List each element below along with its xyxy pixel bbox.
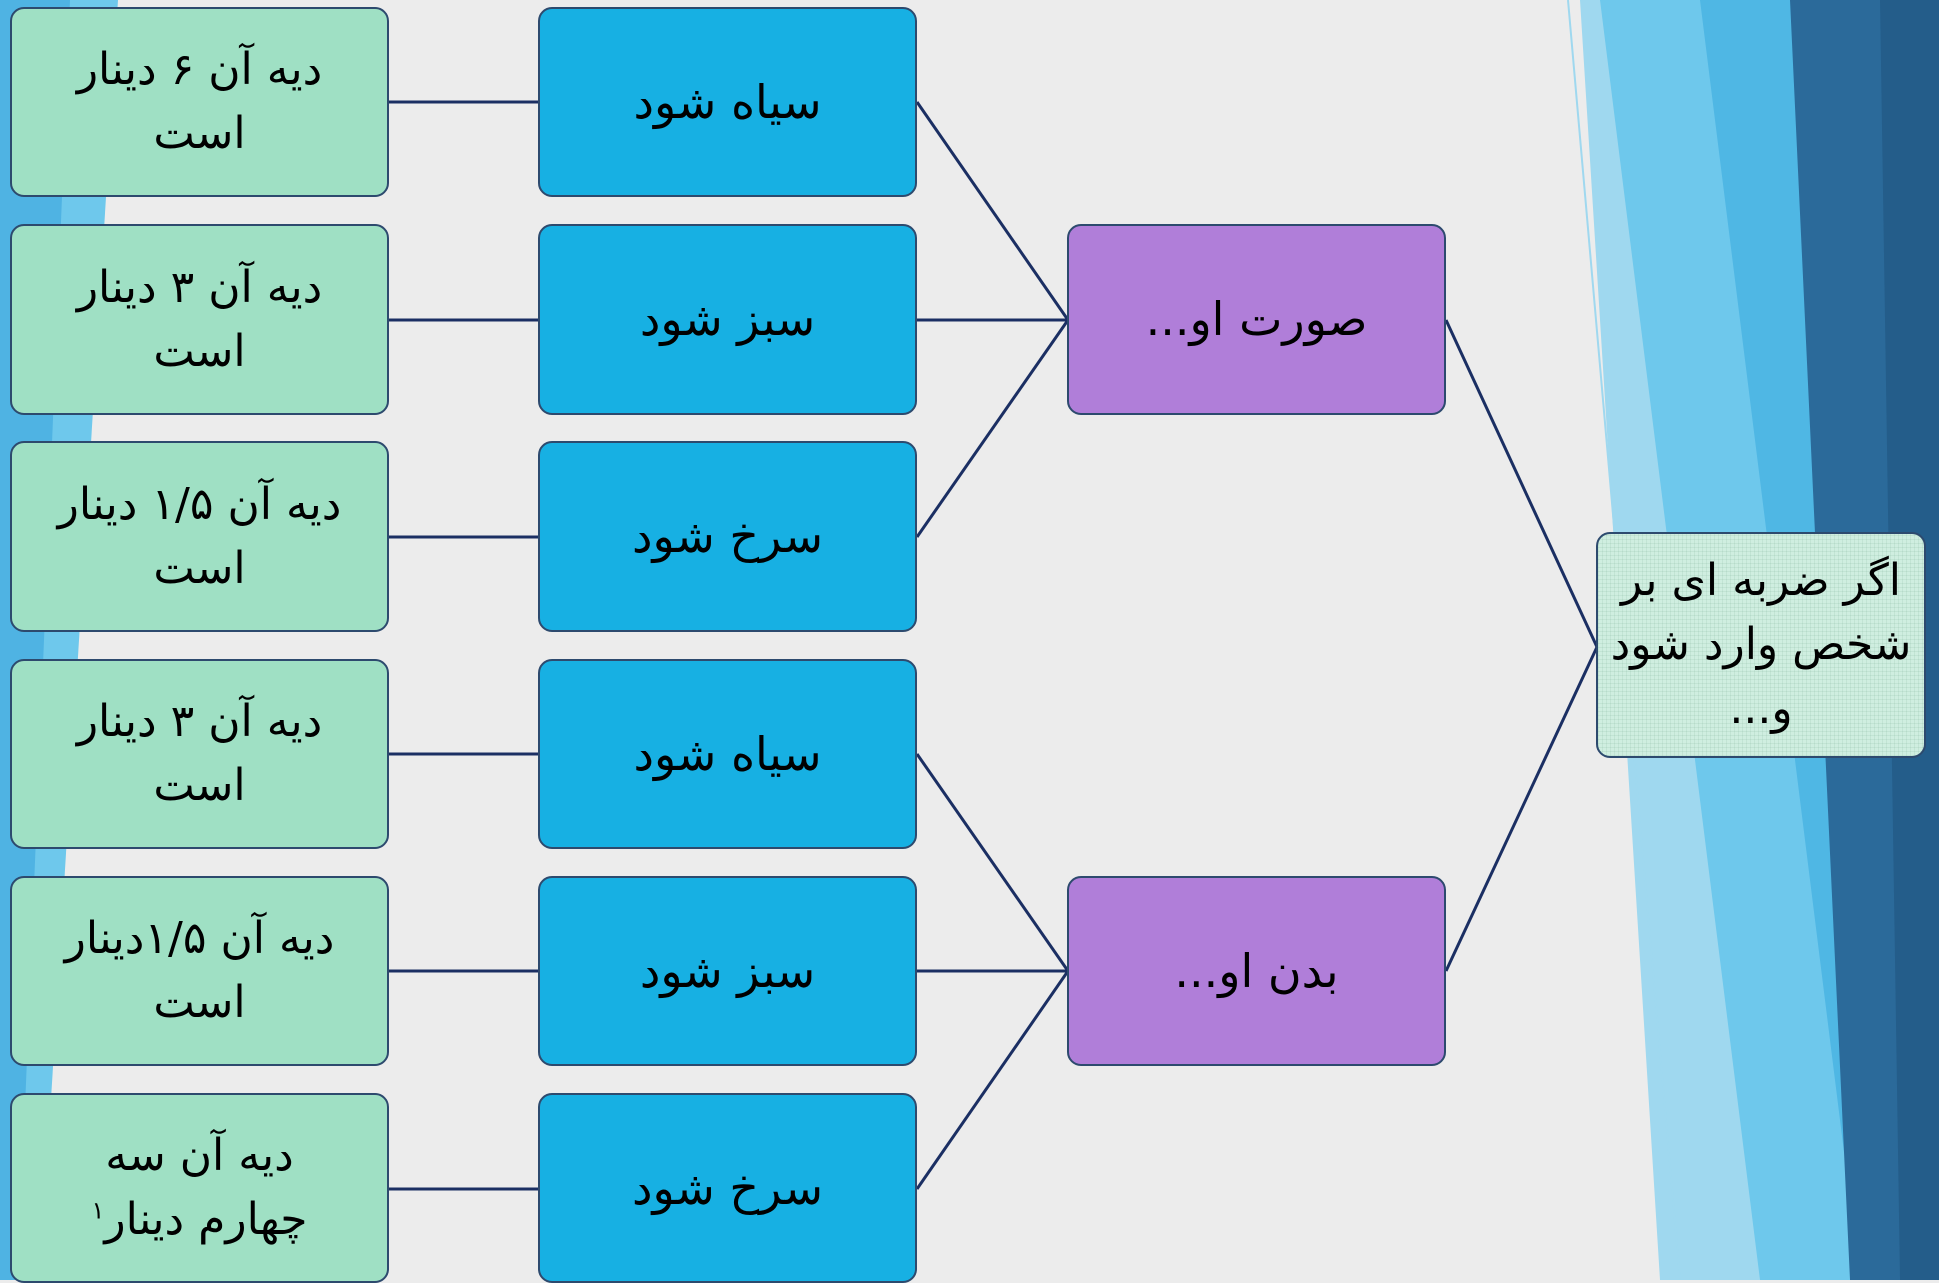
leaf-face-red: دیه آن ۱/۵ دینار است [10,441,389,632]
leaf-face-black-text: دیه آن ۶ دینار است [76,44,323,159]
leaf-body-black-text: دیه آن ۳ دینار است [76,696,323,811]
body-black-label: سیاه شود [633,726,822,781]
leaf-body-green: دیه آن ۱/۵دینار است [10,876,389,1066]
leaf-face-green: دیه آن ۳ دینار است [10,224,389,415]
face-black-node: سیاه شود [538,7,917,197]
category-face-label: صورت او... [1145,292,1368,347]
leaf-face-black: دیه آن ۶ دینار است [10,7,389,197]
face-green-node: سبز شود [538,224,917,415]
leaf-face-green-text: دیه آن ۳ دینار است [76,261,323,377]
face-green-label: سبز شود [639,292,816,347]
leaf-body-green-text: دیه آن ۱/۵دینار است [64,913,335,1028]
connector-root-face [1444,319,1599,648]
body-green-node: سبز شود [538,876,917,1066]
root-text: اگر ضربه ای بر شخص وارد شود و... [1610,555,1912,734]
face-red-node: سرخ شود [538,441,917,632]
category-body: بدن او... [1067,876,1446,1066]
category-face: صورت او... [1067,224,1446,415]
connector-root-body [1444,646,1599,972]
root-node: اگر ضربه ای بر شخص وارد شود و... [1596,532,1926,758]
connector-face-red [915,319,1070,538]
leaf-body-red: دیه آن سه چهارم دینار۱ [10,1093,389,1283]
body-black-node: سیاه شود [538,659,917,849]
connector-face-black [915,101,1070,321]
body-red-node: سرخ شود [538,1093,917,1283]
category-body-label: بدن او... [1174,943,1339,998]
body-red-label: سرخ شود [631,1160,824,1215]
connector-body-black [915,753,1070,972]
connector-body-red [915,970,1070,1190]
face-red-label: سرخ شود [631,509,824,564]
face-black-label: سیاه شود [633,74,822,129]
leaf-body-red-text: دیه آن سه چهارم دینار [104,1130,308,1245]
leaf-face-red-text: دیه آن ۱/۵ دینار است [57,478,342,594]
body-green-label: سبز شود [639,943,816,998]
footnote-marker: ۱ [91,1196,105,1225]
leaf-body-black: دیه آن ۳ دینار است [10,659,389,849]
